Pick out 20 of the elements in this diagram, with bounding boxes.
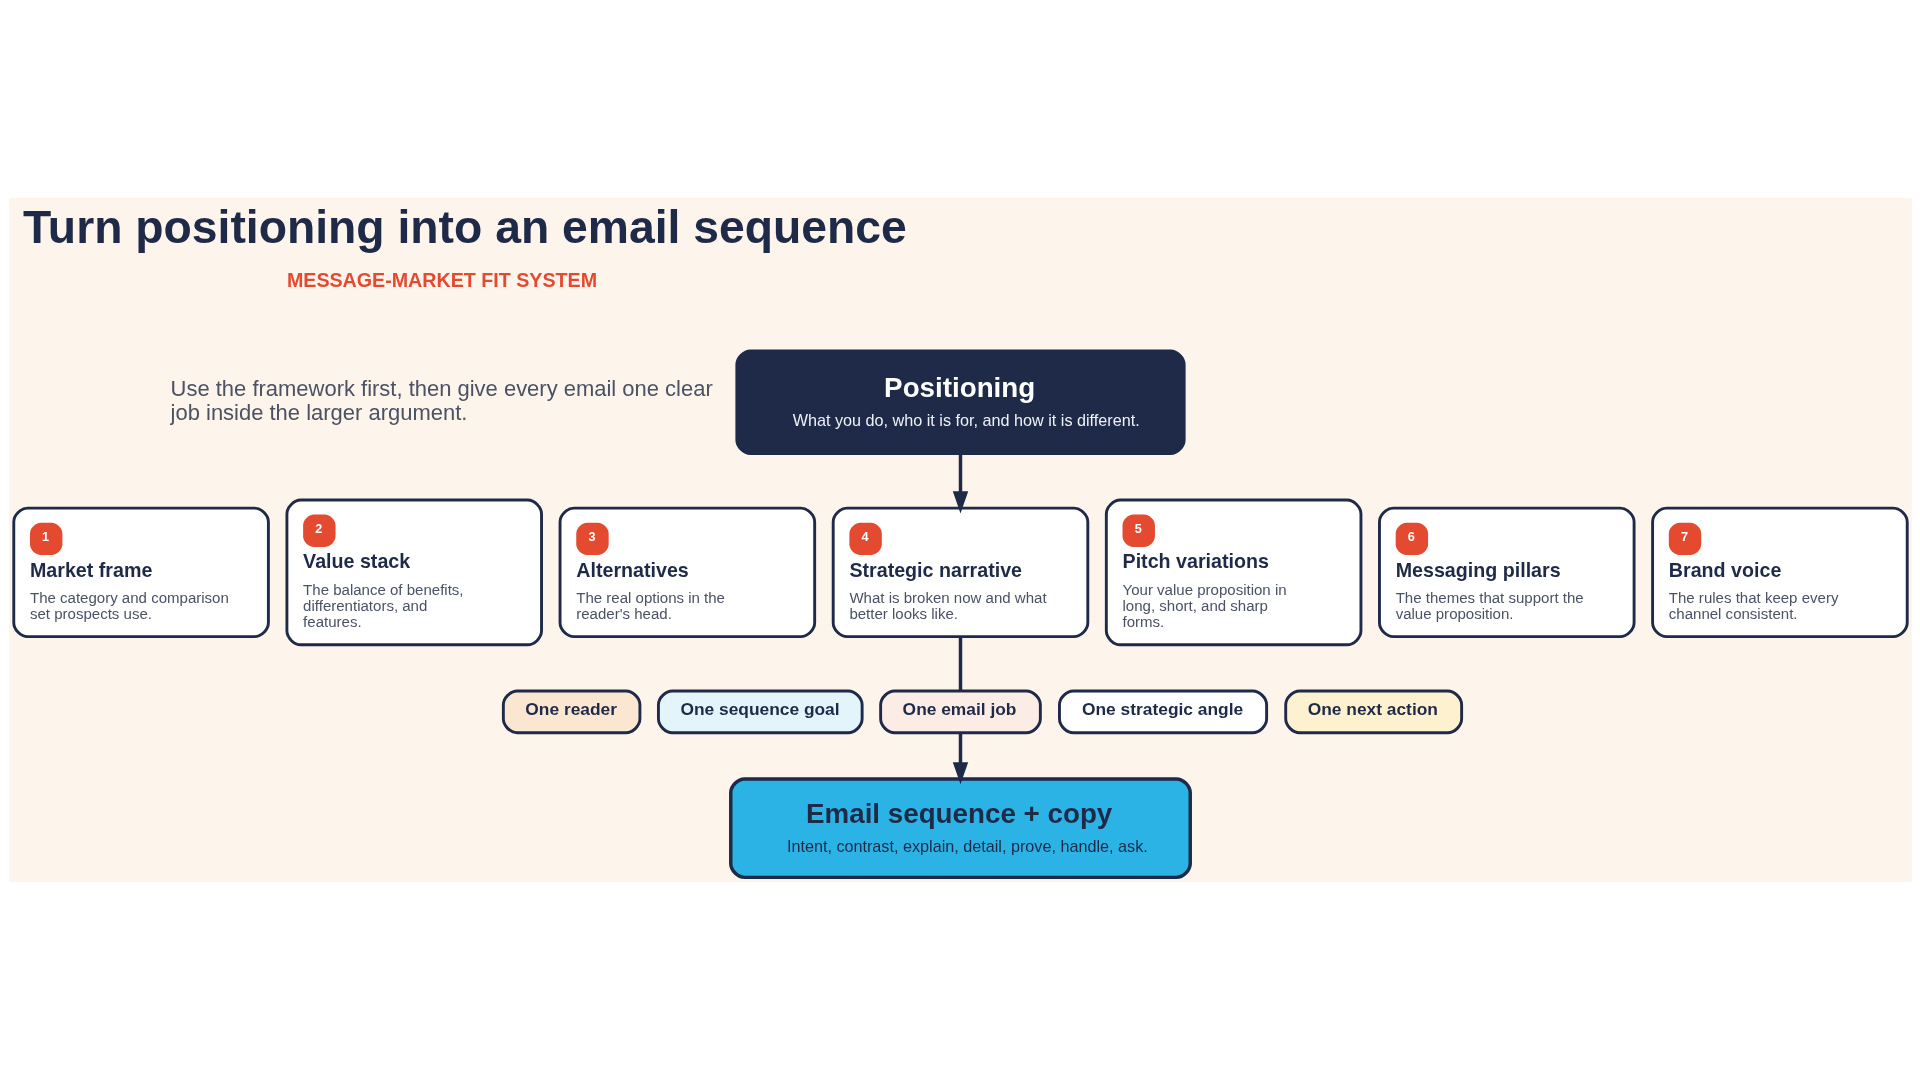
- node-box: Positioning What you do, who it is for, and how it is different.: [734, 349, 1186, 455]
- label: Use the framework first, then give every email one clear job inside the larger argument.: [170, 375, 713, 425]
- node-box: 7 Brand voice The rules that keep every channel consistent.: [1650, 506, 1909, 639]
- node-box: 6 Messaging pillars The themes that support the value proposition.: [1377, 506, 1636, 639]
- node-box: 5 Pitch variations Your value proposition in long, short, and sharp forms.: [1104, 498, 1362, 647]
- node-box: One reader: [501, 689, 641, 735]
- arrow: [952, 453, 968, 514]
- node-box: 1 Market frame The category and comparison set prospects use.: [11, 506, 270, 639]
- label: MESSAGE-MARKET FIT SYSTEM: [286, 269, 597, 292]
- node-box: 4 Strategic narrative What is broken now and what better looks like.: [831, 506, 1089, 639]
- node-box: 2 Value stack The balance of benefits, differentiators, and features.: [284, 498, 543, 647]
- node-box: 3 Alternatives The real options in the reader's head.: [558, 506, 816, 639]
- node-box: One strategic angle: [1057, 689, 1268, 735]
- node-box: One next action: [1283, 689, 1463, 735]
- node-box: Email sequence + copy Intent, contrast, explain, detail, prove, handle, ask.: [728, 777, 1192, 880]
- node-box: One sequence goal: [656, 689, 864, 735]
- connector: [958, 636, 962, 691]
- diagram-title: Turn positioning into an email sequence: [22, 201, 907, 254]
- node-box: One email job: [878, 689, 1042, 735]
- arrow: [952, 732, 968, 785]
